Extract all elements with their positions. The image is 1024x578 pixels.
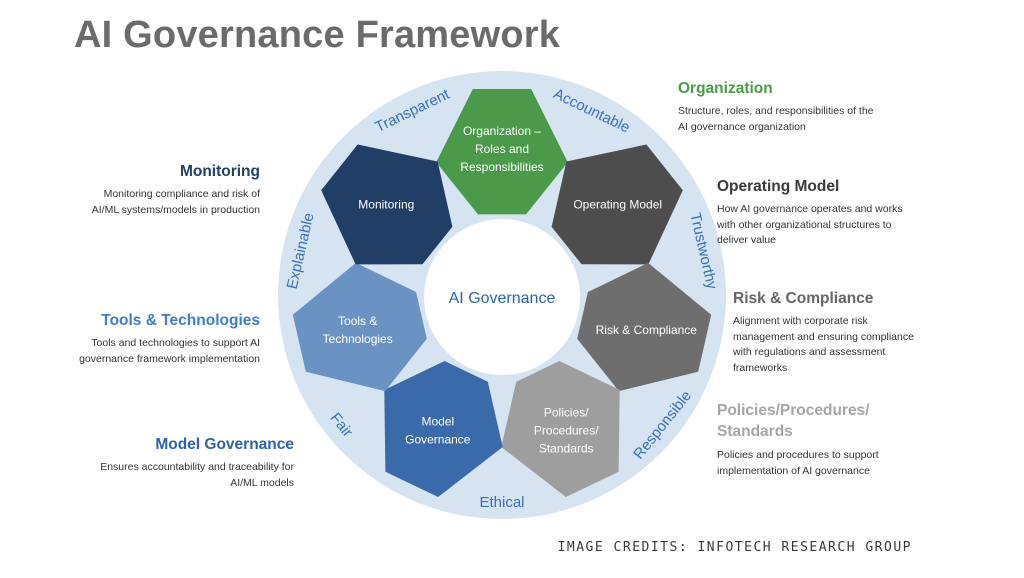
segment-tools-label: Technologies (323, 332, 393, 346)
desc-risk-compliance-heading: Risk & Compliance (733, 290, 874, 307)
segment-tools (292, 262, 427, 392)
page-title: AI Governance Framework (74, 14, 561, 56)
segment-model-gov-label: Governance (405, 432, 471, 446)
desc-risk-compliance: Risk & Compliance Alignment with corpora… (733, 290, 933, 376)
desc-policies: Policies/Procedures/ Standards Policies … (717, 400, 917, 479)
desc-operating-model-body: How AI governance operates and works wit… (717, 203, 903, 246)
segment-risk (577, 262, 712, 392)
segment-policies-label: Policies/ (544, 405, 589, 419)
principle-ethical: Ethical (479, 494, 524, 511)
segment-operating-label: Operating Model (573, 198, 662, 212)
desc-policies-body: Policies and procedures to support imple… (717, 449, 879, 477)
desc-organization-body: Structure, roles, and responsibilities o… (678, 105, 874, 133)
image-credits: IMAGE CREDITS: INFOTECH RESEARCH GROUP (557, 540, 912, 555)
desc-monitoring: Monitoring Monitoring compliance and ris… (60, 163, 260, 218)
segment-organization-label: Roles and (475, 142, 529, 156)
desc-tools-heading: Tools & Technologies (101, 312, 260, 329)
segment-monitoring-label: Monitoring (358, 198, 414, 212)
desc-model-governance-heading: Model Governance (155, 436, 294, 453)
desc-operating-model-heading: Operating Model (717, 178, 840, 195)
desc-operating-model: Operating Model How AI governance operat… (717, 178, 917, 249)
segment-monitoring (321, 144, 453, 265)
segment-tools-label: Tools & (338, 314, 377, 328)
segment-model-gov-label: Model (421, 414, 454, 428)
desc-model-governance-body: Ensures accountability and traceability … (100, 461, 294, 489)
desc-organization: Organization Structure, roles, and respo… (678, 80, 908, 135)
desc-model-governance: Model Governance Ensures accountability … (58, 436, 294, 491)
segment-organization (436, 89, 568, 215)
desc-tools: Tools & Technologies Tools and technolog… (40, 312, 260, 367)
desc-monitoring-body: Monitoring compliance and risk of AI/ML … (91, 188, 260, 216)
center-circle (424, 219, 580, 375)
segment-organization-label: Responsibilities (460, 160, 543, 174)
segment-policies-label: Standards (539, 441, 594, 455)
desc-policies-heading: Policies/Procedures/ Standards (717, 402, 870, 440)
segment-organization-label: Organization – (463, 124, 541, 138)
desc-tools-body: Tools and technologies to support AI gov… (79, 337, 260, 365)
center-label: AI Governance (449, 290, 556, 307)
segment-risk-label: Risk & Compliance (596, 323, 698, 337)
desc-risk-compliance-body: Alignment with corporate risk management… (733, 315, 914, 374)
segment-policies (501, 361, 620, 497)
desc-organization-heading: Organization (678, 80, 773, 97)
segment-operating (551, 144, 683, 265)
segment-policies-label: Procedures/ (534, 423, 599, 437)
segment-model-gov (384, 361, 503, 497)
desc-monitoring-heading: Monitoring (179, 163, 260, 180)
